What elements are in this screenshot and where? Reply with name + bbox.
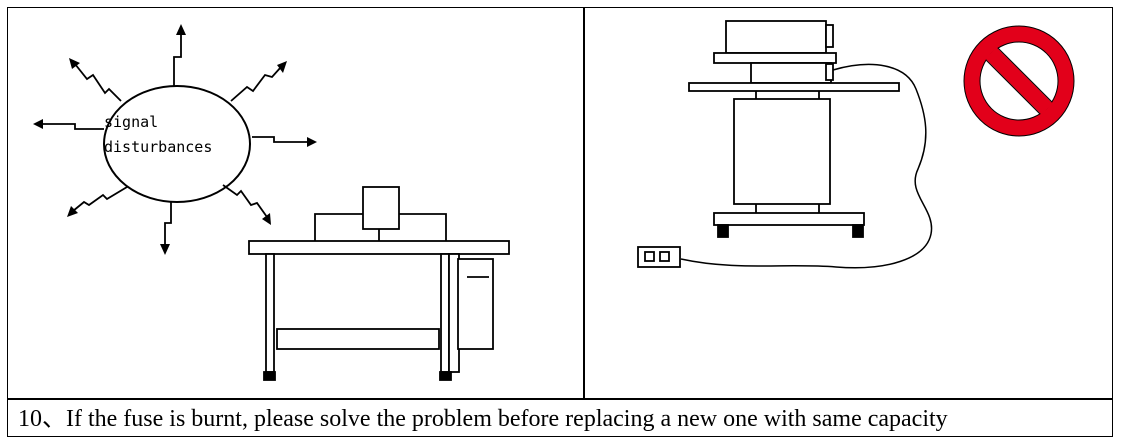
bubble-label-line1: signal <box>104 113 158 131</box>
prohibition-icon <box>963 25 1075 137</box>
column-divider <box>583 7 585 399</box>
instruction-caption: 10、If the fuse is burnt, please solve th… <box>18 406 948 432</box>
sewing-machine-stand-icon <box>688 20 900 238</box>
disturbance-arrowheads <box>33 24 317 255</box>
power-cord <box>680 63 933 269</box>
left-illustration: signal disturbances <box>33 24 510 381</box>
row-divider <box>7 398 1113 400</box>
sewing-machine-table-icon <box>248 186 510 381</box>
disturbance-arrows <box>41 33 309 247</box>
power-outlet-icon <box>637 246 681 268</box>
right-illustration <box>637 20 1075 269</box>
bubble-label-line2: disturbances <box>104 138 212 156</box>
table-frame <box>7 7 1113 437</box>
signal-bubble-icon <box>103 85 251 203</box>
